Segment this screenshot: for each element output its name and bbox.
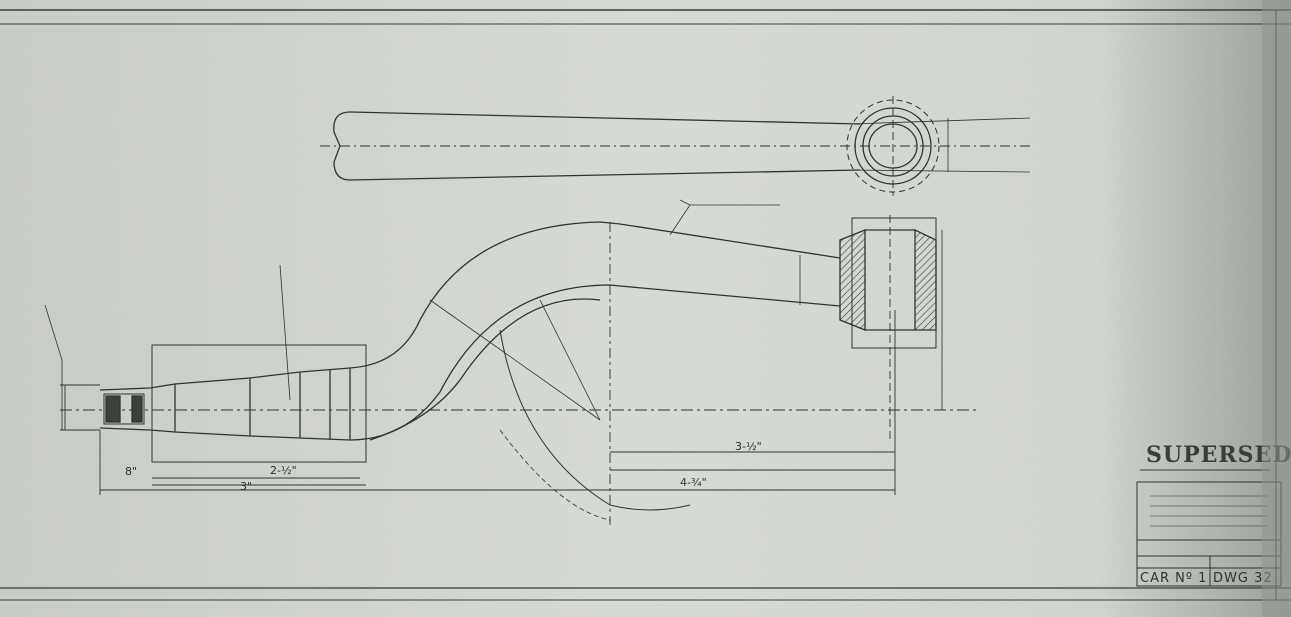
car-number: CAR Nº 1 bbox=[1140, 571, 1207, 586]
crank-arm bbox=[349, 199, 841, 525]
hub-section bbox=[799, 215, 943, 440]
top-view bbox=[320, 96, 1031, 196]
dim-hook-reach: 4-¾" bbox=[680, 476, 707, 489]
dim-overall-left: 8" bbox=[125, 465, 137, 478]
dim-mid-length: 2-½" bbox=[270, 464, 297, 477]
sheet-border bbox=[0, 9, 1291, 601]
drawing-number: DWG 32 bbox=[1213, 571, 1273, 586]
dim-hook-span: 3-½" bbox=[735, 440, 762, 453]
shaft-side-view bbox=[44, 264, 980, 463]
dim-lower-length: 3" bbox=[240, 480, 252, 493]
paper-edge-shadow bbox=[1262, 0, 1291, 617]
dimension-lines bbox=[60, 310, 896, 495]
